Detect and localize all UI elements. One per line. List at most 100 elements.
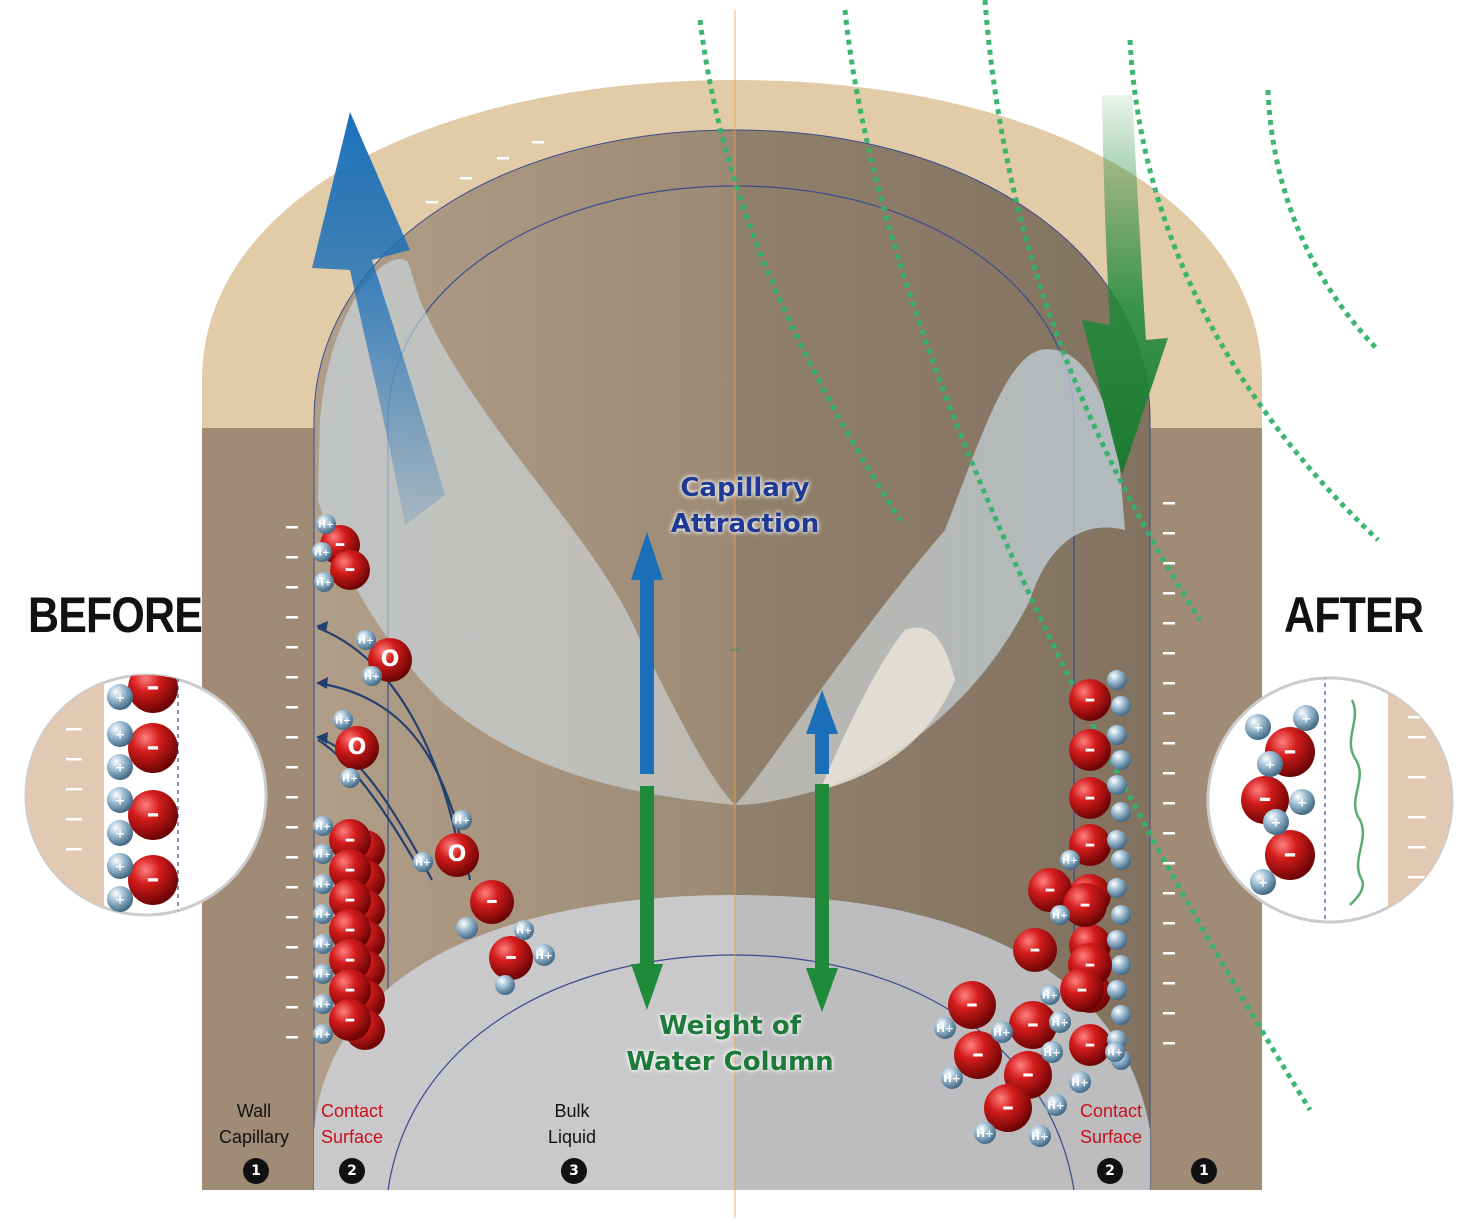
hydrogen-atom: H+	[1050, 905, 1070, 925]
hydrogen-atom: H+	[413, 852, 433, 872]
after-title: AFTER	[1284, 587, 1424, 643]
hydrogen-atom: H+	[1041, 1041, 1063, 1063]
svg-text:H+: H+	[415, 858, 431, 869]
svg-text:O: O	[448, 842, 467, 867]
oxygen-atom: –	[948, 981, 996, 1029]
svg-text:H+: H+	[993, 1027, 1010, 1039]
oxygen-atom: –	[329, 999, 371, 1041]
svg-text:–: –	[1045, 877, 1056, 902]
hydrogen-atom: H+	[313, 964, 333, 984]
capillary-attraction-arrows	[631, 532, 838, 774]
svg-text:–: –	[1085, 785, 1096, 810]
hydrogen-atom: H+	[452, 810, 472, 830]
svg-text:H+: H+	[535, 950, 552, 962]
oxygen-atom: –	[329, 909, 371, 951]
svg-text:H+: H+	[315, 850, 331, 861]
capillary-attraction-label: Capillary Attraction	[670, 473, 820, 539]
svg-text:H+: H+	[315, 1030, 331, 1041]
svg-text:+: +	[1253, 721, 1263, 735]
svg-text:H+: H+	[315, 910, 331, 921]
oxygen-atom: –	[1060, 968, 1104, 1012]
svg-text:H+: H+	[1031, 1131, 1048, 1143]
oxygen-atom: –	[128, 675, 178, 713]
hydrogen-atom: H+	[313, 934, 333, 954]
oxygen-atom: –	[1028, 868, 1072, 912]
oxygen-atom: –	[1265, 830, 1315, 880]
wall-right-negative-charges	[1163, 502, 1175, 1045]
hydrogen-atom	[1107, 980, 1127, 1000]
svg-text:+: +	[1301, 712, 1311, 726]
hydrogen-atom: H+	[314, 572, 334, 592]
svg-text:H+: H+	[454, 816, 470, 827]
oxygen-atom: –	[470, 880, 514, 924]
hydrogen-atom: +	[107, 754, 133, 780]
zone-badge-wall-left: 1	[243, 1158, 269, 1184]
hydrogen-atom: H+	[312, 542, 332, 562]
svg-text:–: –	[1080, 892, 1091, 917]
oxygen-atom: –	[329, 849, 371, 891]
svg-text:–: –	[505, 942, 517, 970]
svg-text:–: –	[1085, 832, 1096, 857]
svg-text:–: –	[1085, 737, 1096, 762]
svg-text:H+: H+	[342, 774, 358, 785]
hydrogen-atom: H+	[941, 1067, 963, 1089]
svg-text:–: –	[486, 886, 498, 914]
svg-text:–: –	[345, 887, 356, 912]
hydrogen-atom	[1111, 955, 1131, 975]
hydrogen-atom: +	[1250, 869, 1276, 895]
oxygen-atom: –	[1069, 729, 1111, 771]
hydrogen-atom	[1107, 830, 1127, 850]
hydrogen-atom: H+	[340, 768, 360, 788]
oxygen-atom: –	[329, 879, 371, 921]
svg-text:+: +	[115, 860, 125, 874]
hydrogen-atom: H+	[313, 874, 333, 894]
hydrogen-atom: +	[1293, 705, 1319, 731]
svg-text:H+: H+	[943, 1073, 960, 1085]
hydrogen-atom: H+	[313, 844, 333, 864]
svg-text:H+: H+	[1047, 1100, 1064, 1112]
svg-text:–: –	[1284, 839, 1297, 869]
bulk-liquid-label: Bulk Liquid	[547, 1101, 597, 1147]
hydrogen-atom: H+	[1040, 985, 1060, 1005]
svg-text:–: –	[345, 557, 356, 582]
hydrogen-atom	[1107, 878, 1127, 898]
oxygen-atom: –	[489, 936, 533, 980]
oxygen-atom: –	[1009, 1001, 1057, 1049]
hydrogen-atom	[495, 975, 515, 995]
svg-text:–: –	[1027, 1010, 1039, 1038]
after-zoom-circle: –––++++++	[1206, 676, 1454, 924]
water-molecules: ––H+H+H+–––––––H+H+H+H+H+H+H+H+OH+H+OH+H…	[312, 514, 1131, 1147]
svg-text:+: +	[1265, 758, 1275, 772]
svg-text:–: –	[345, 1007, 356, 1032]
svg-text:H+: H+	[314, 548, 330, 559]
svg-text:–: –	[1030, 937, 1041, 962]
hydrogen-atom: H+	[313, 1024, 333, 1044]
hydrogen-atom	[1107, 930, 1127, 950]
hydrogen-atom	[456, 917, 478, 939]
svg-text:+: +	[115, 728, 125, 742]
hydrogen-atom: H+	[991, 1021, 1013, 1043]
svg-text:H+: H+	[1062, 856, 1078, 867]
svg-text:–: –	[345, 947, 356, 972]
wall-capillary-label: Wall Capillary	[218, 1101, 290, 1147]
hydrogen-atom: H+	[1060, 850, 1080, 870]
oxygen-atom: –	[329, 939, 371, 981]
hydrogen-atom: +	[1245, 714, 1271, 740]
svg-text:–: –	[345, 857, 356, 882]
svg-text:H+: H+	[936, 1023, 953, 1035]
weight-arrows	[631, 784, 838, 1012]
hydrogen-atom: H+	[1045, 1094, 1067, 1116]
svg-text:H+: H+	[315, 822, 331, 833]
hydrogen-atom: H+	[1029, 1125, 1051, 1147]
svg-text:–: –	[147, 799, 160, 829]
hydrogen-atom	[1111, 802, 1131, 822]
hydrogen-atom	[1111, 1005, 1131, 1025]
hydrogen-atom: +	[107, 820, 133, 846]
oxygen-atom: –	[128, 855, 178, 905]
capillary-flow-arrow	[312, 112, 445, 525]
svg-text:O: O	[381, 647, 400, 672]
oxygen-atom: –	[330, 550, 370, 590]
oxygen-atom: O	[435, 833, 479, 877]
svg-text:+: +	[115, 893, 125, 907]
hydrogen-atom: H+	[1069, 1071, 1091, 1093]
